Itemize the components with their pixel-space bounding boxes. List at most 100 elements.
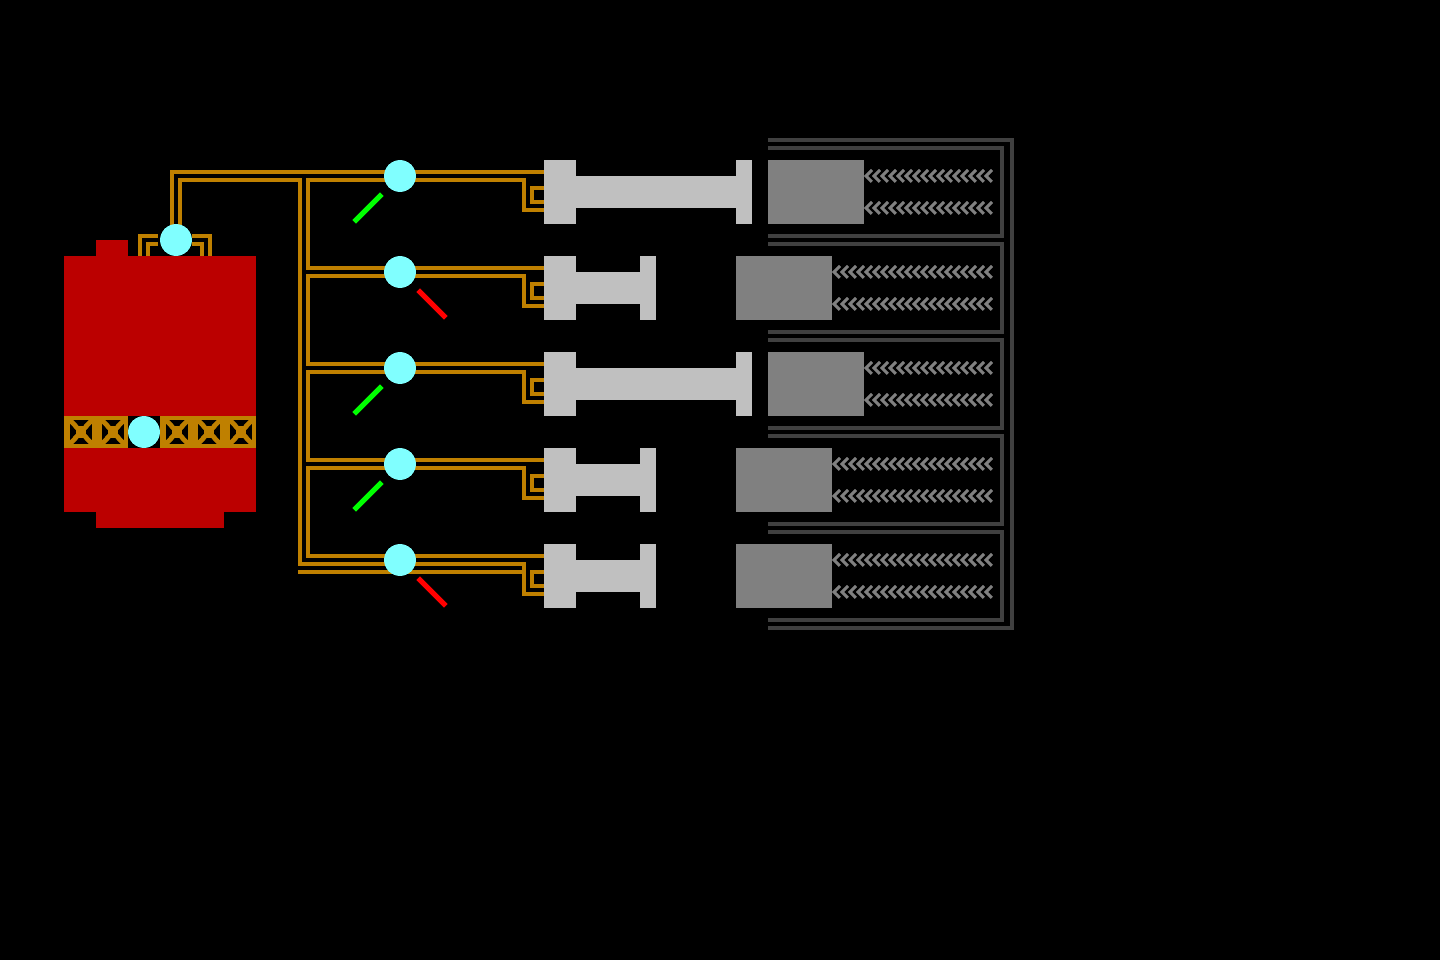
pipe-segment <box>146 242 150 256</box>
pushable-block[interactable] <box>768 352 864 416</box>
chevron-icon <box>935 200 946 216</box>
chevron-icon <box>871 488 882 504</box>
valve-5[interactable] <box>384 544 416 576</box>
chevron-icon <box>919 360 930 376</box>
pipe-segment <box>522 274 526 306</box>
chevron-icon <box>959 456 970 472</box>
chevron-icon <box>935 168 946 184</box>
chevron-icon <box>839 296 850 312</box>
chevron-row <box>863 392 994 408</box>
chevron-icon <box>959 584 970 600</box>
frame-line <box>768 522 1004 526</box>
chevron-row <box>831 264 994 280</box>
chevron-icon <box>967 296 978 312</box>
chevron-icon <box>895 264 906 280</box>
frame-line <box>768 242 1004 246</box>
tank-gauge-valve[interactable] <box>128 416 160 448</box>
pushable-block[interactable] <box>768 160 864 224</box>
pushable-block[interactable] <box>736 448 832 512</box>
chevron-icon <box>935 584 946 600</box>
chevron-icon <box>887 200 898 216</box>
chevron-icon <box>959 488 970 504</box>
chevron-icon <box>903 360 914 376</box>
chevron-icon <box>927 168 938 184</box>
chevron-icon <box>927 296 938 312</box>
chevron-icon <box>975 200 986 216</box>
chevron-icon <box>871 200 882 216</box>
channel-1 <box>352 160 994 224</box>
chevron-icon <box>887 552 898 568</box>
pipe-segment <box>306 458 526 462</box>
chevron-icon <box>943 488 954 504</box>
valve-3[interactable] <box>384 352 416 384</box>
chevron-icon <box>935 552 946 568</box>
chevron-icon <box>911 392 922 408</box>
chevron-row <box>831 552 994 568</box>
chevron-icon <box>983 552 994 568</box>
pushable-block[interactable] <box>736 544 832 608</box>
tank-top-valve[interactable] <box>160 224 192 256</box>
chevron-icon <box>903 168 914 184</box>
chevron-icon <box>871 552 882 568</box>
chevron-icon <box>863 552 874 568</box>
chevron-icon <box>975 296 986 312</box>
band-x-center <box>204 426 214 438</box>
chevron-icon <box>863 584 874 600</box>
chevron-row <box>831 456 994 472</box>
pipe-segment <box>192 234 212 238</box>
pipe-segment <box>530 392 546 396</box>
pipe-segment <box>530 488 546 492</box>
chevron-row <box>831 488 994 504</box>
chevron-icon <box>935 456 946 472</box>
chevron-icon <box>959 200 970 216</box>
chevron-icon <box>951 360 962 376</box>
chevron-icon <box>919 296 930 312</box>
pipe-segment <box>298 570 526 574</box>
frame-line <box>768 434 1004 438</box>
chevron-icon <box>919 264 930 280</box>
pushable-block[interactable] <box>736 256 832 320</box>
chevron-icon <box>983 200 994 216</box>
chevron-icon <box>879 296 890 312</box>
pipe-segment <box>306 370 310 462</box>
chevron-icon <box>983 360 994 376</box>
tank-base <box>96 510 224 528</box>
chevron-icon <box>983 168 994 184</box>
frame-line <box>1010 138 1014 630</box>
chevron-icon <box>887 456 898 472</box>
chevron-icon <box>887 168 898 184</box>
chevron-icon <box>879 584 890 600</box>
valve-4[interactable] <box>384 448 416 480</box>
chevron-icon <box>951 392 962 408</box>
chevron-icon <box>895 360 906 376</box>
chevron-icon <box>871 584 882 600</box>
pipe-segment <box>522 400 546 404</box>
chevron-icon <box>919 168 930 184</box>
pipe-segment <box>530 296 546 300</box>
chevron-icon <box>903 200 914 216</box>
chevron-icon <box>943 552 954 568</box>
chevron-icon <box>879 168 890 184</box>
air-tank[interactable] <box>64 224 256 528</box>
piston-rod <box>576 464 640 496</box>
indicator-open-icon <box>352 480 384 512</box>
chevron-icon <box>847 296 858 312</box>
chevron-icon <box>895 552 906 568</box>
chevron-icon <box>959 392 970 408</box>
chevron-icon <box>895 392 906 408</box>
chevron-icon <box>887 296 898 312</box>
chevron-icon <box>855 296 866 312</box>
piston-rod <box>576 176 736 208</box>
pipe-segment <box>170 170 174 236</box>
valve-1[interactable] <box>384 160 416 192</box>
chevron-icon <box>863 488 874 504</box>
chevron-icon <box>911 264 922 280</box>
pipe-segment <box>530 282 546 286</box>
pipe-segment <box>522 562 526 594</box>
chevron-icon <box>911 456 922 472</box>
valve-2[interactable] <box>384 256 416 288</box>
channel-3 <box>352 352 994 416</box>
chevron-icon <box>863 456 874 472</box>
chevron-icon <box>975 264 986 280</box>
frame-line <box>768 234 1004 238</box>
